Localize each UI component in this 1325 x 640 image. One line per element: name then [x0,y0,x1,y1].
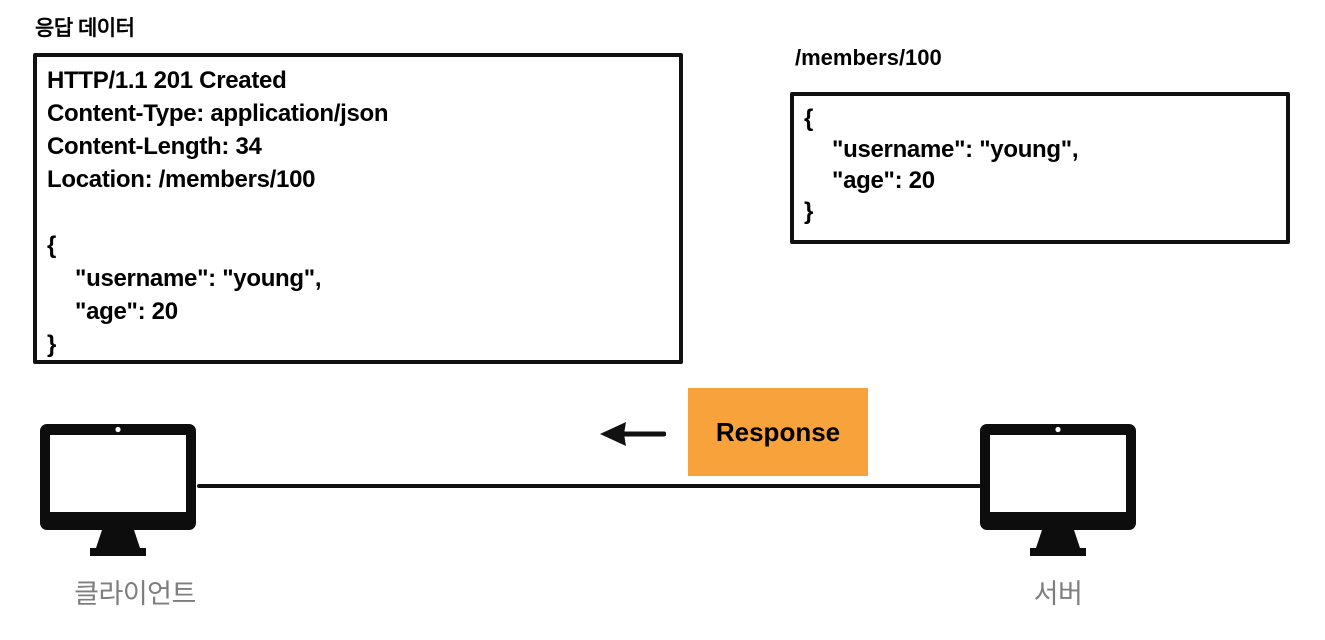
connection-wire [197,484,981,488]
json-username-line: "username": "young", [832,136,1079,163]
response-badge: Response [688,388,868,476]
content-length-header: Content-Length: 34 [47,133,262,160]
json-age-line: "age": 20 [75,298,178,325]
response-body-json: { "username": "young", "age": 20 } [47,229,669,361]
location-header-value: /members/100 [158,166,316,193]
resource-json-box: { "username": "young", "age": 20 } [790,92,1290,244]
server-monitor-icon [980,424,1136,556]
left-arrow-icon [600,422,666,446]
client-label: 클라이언트 [74,579,196,609]
http-status-line: HTTP/1.1 201 Created [47,67,287,94]
content-type-header: Content-Type: application/json [47,100,389,127]
location-header-name: Location: [47,166,159,193]
json-close-brace: } [47,331,57,358]
json-username-line: "username": "young", [75,265,322,292]
http-response-box: HTTP/1.1 201 Created Content-Type: appli… [33,53,683,364]
resource-path-label: /members/100 [795,45,942,70]
server-label: 서버 [1033,579,1083,609]
json-open-brace: { [47,232,57,259]
client-monitor-icon [40,424,196,556]
json-close-brace: } [804,198,814,225]
location-header: Location: /members/100 [47,163,669,196]
json-open-brace: { [804,105,814,132]
response-data-title: 응답 데이터 [35,17,135,40]
json-age-line: "age": 20 [832,167,935,194]
